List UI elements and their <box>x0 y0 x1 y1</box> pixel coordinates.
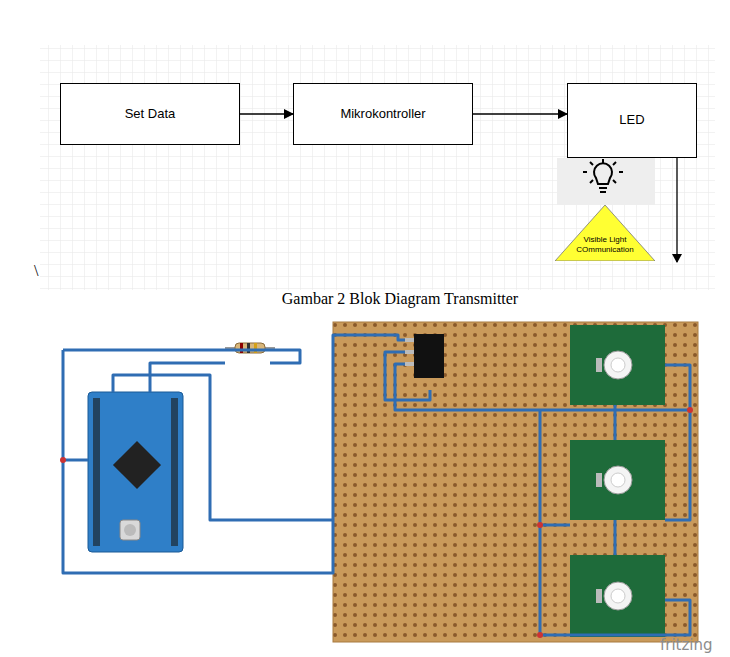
circuit-illustration <box>60 322 698 642</box>
triangle-node: Visible Light COmmunication <box>555 205 655 261</box>
process-box: Mikrokontroller <box>293 83 473 145</box>
stray-mark: \ <box>34 262 38 280</box>
node-label: Visible Light COmmunication <box>574 235 636 255</box>
flow-arrow <box>240 113 293 114</box>
process-box: LED <box>567 83 697 158</box>
process-box: Set Data <box>60 83 240 145</box>
node-label: Mikrokontroller <box>340 106 425 122</box>
grid-background <box>40 45 715 290</box>
flow-arrow <box>473 113 567 114</box>
figure-caption: Gambar 2 Blok Diagram Transmitter <box>0 290 730 308</box>
bulb-icon <box>557 158 655 205</box>
node-label: Set Data <box>125 106 176 122</box>
down-arrow <box>676 158 677 262</box>
watermark: fritzing <box>660 636 713 654</box>
node-label: LED <box>619 112 644 128</box>
